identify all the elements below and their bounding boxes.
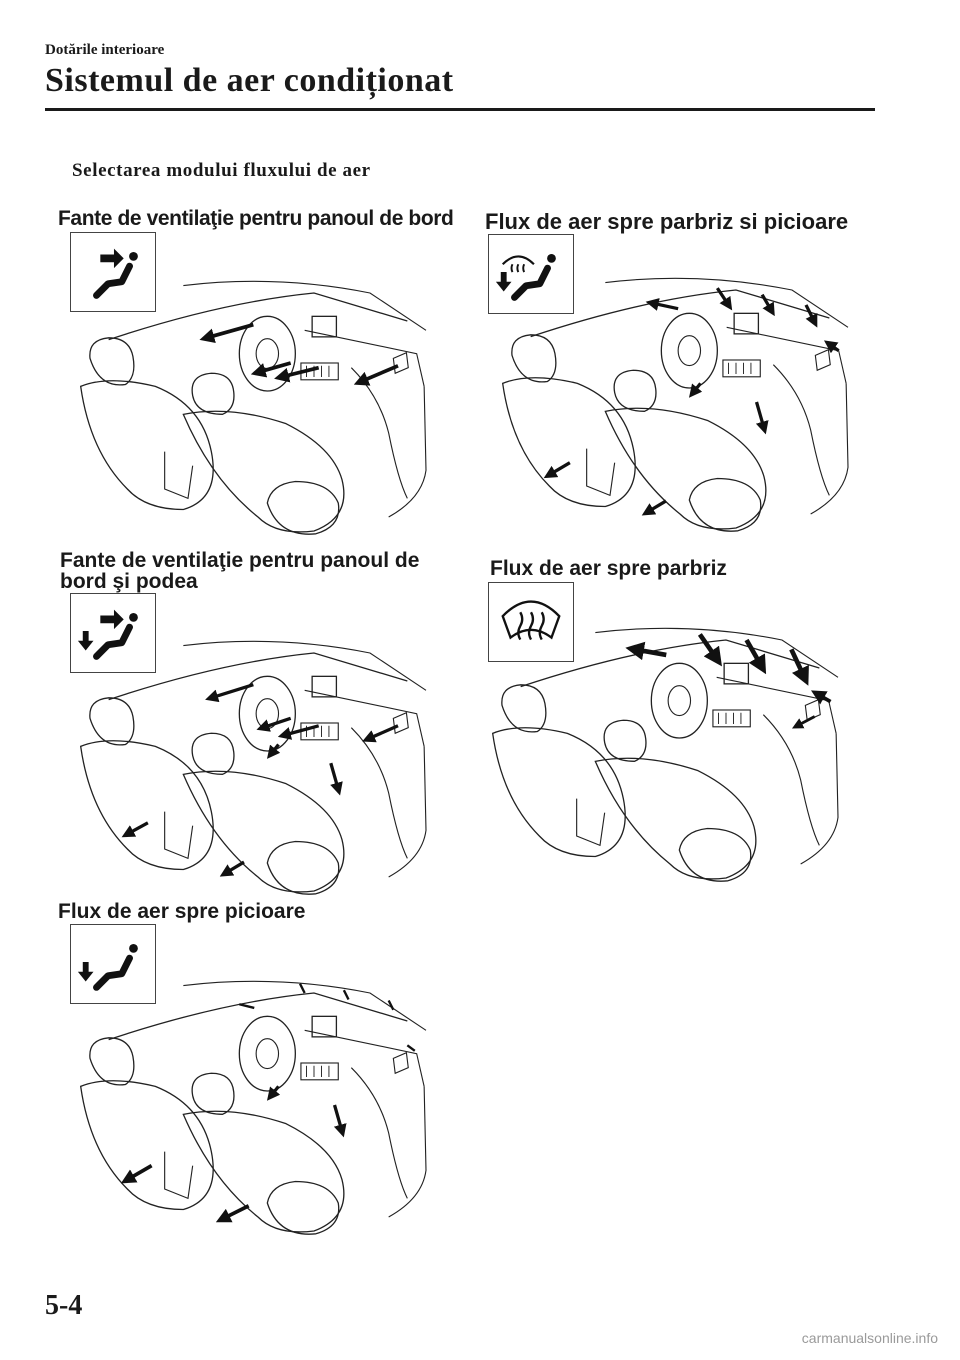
vent-bilevel-icon <box>70 593 156 673</box>
cabin-illustration-vent-floor <box>58 965 458 1245</box>
mode-label-vent-bilevel-line2: bord şi podea <box>60 570 198 593</box>
mode-label-vent-floor: Flux de aer spre picioare <box>58 900 306 923</box>
cabin-illustration-vent-face <box>58 265 458 545</box>
vent-face-icon <box>70 232 156 312</box>
mode-label-defrost-floor: Flux de aer spre parbriz si picioare <box>485 209 849 234</box>
page-title: Sistemul de aer condiționat <box>45 62 454 99</box>
cabin-illustration-defrost-floor <box>480 262 880 542</box>
watermark: carmanualsonline.info <box>801 1330 938 1346</box>
defrost-icon <box>488 582 574 662</box>
cabin-illustration-defrost <box>470 612 870 892</box>
vent-floor-icon <box>70 924 156 1004</box>
title-divider <box>45 108 875 111</box>
defrost-floor-icon <box>488 234 574 314</box>
mode-label-defrost: Flux de aer spre parbriz <box>490 557 727 580</box>
breadcrumb: Dotările interioare <box>45 42 165 58</box>
mode-label-vent-face: Fante de ventilaţie pentru panoul de bor… <box>58 207 454 230</box>
mode-label-vent-bilevel-line1: Fante de ventilaţie pentru panoul de <box>60 549 420 572</box>
page-number: 5-4 <box>45 1290 83 1321</box>
section-heading: Selectarea modului fluxului de aer <box>72 160 371 181</box>
cabin-illustration-vent-bilevel <box>58 625 458 905</box>
